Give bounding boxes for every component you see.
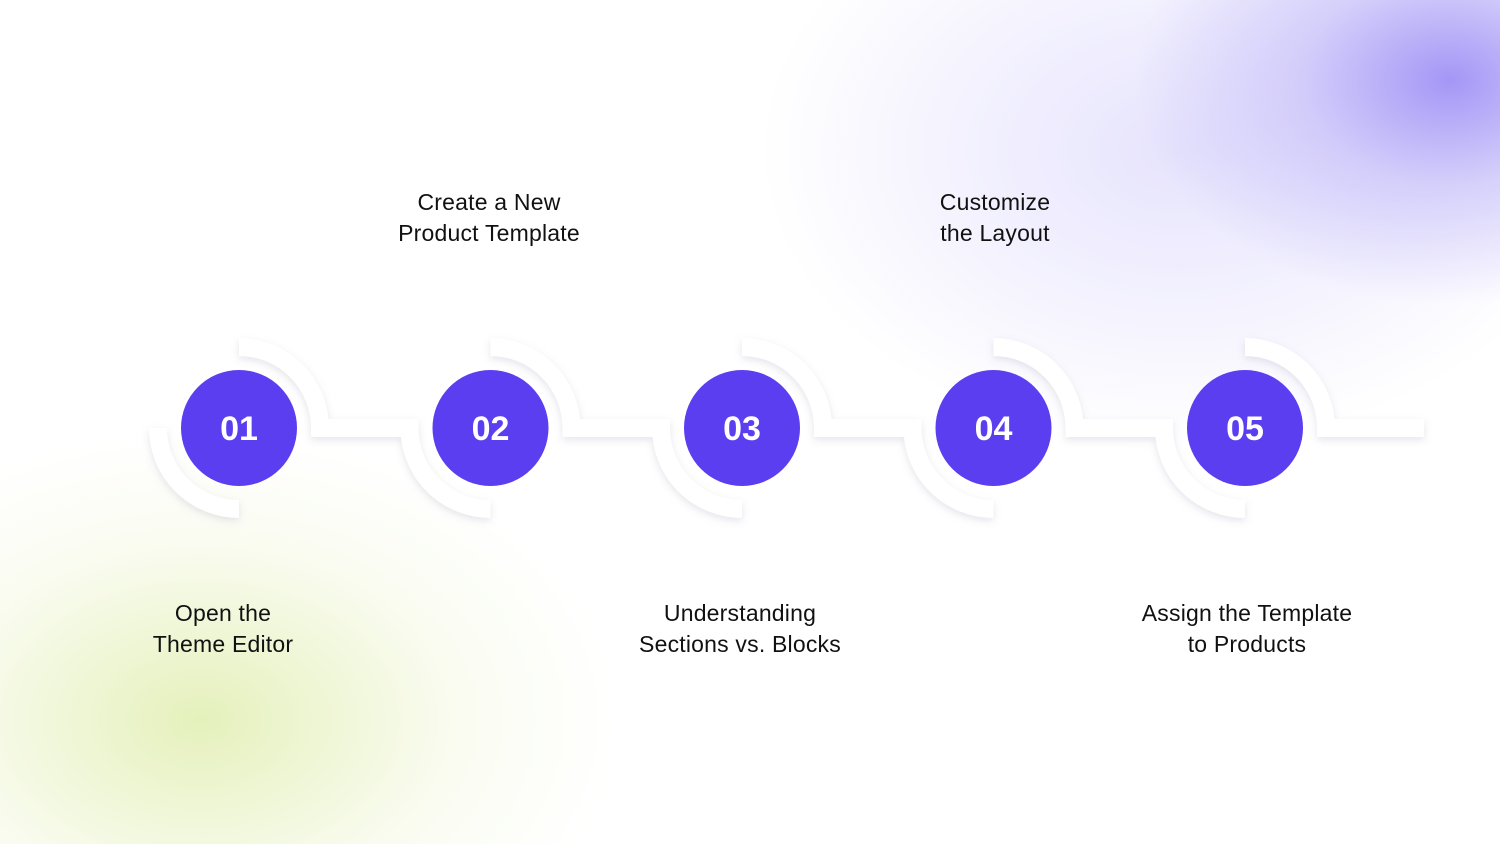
- step-4-lower-arc: [903, 427, 994, 518]
- step-1-circle: [181, 370, 297, 486]
- step-label-4-line-2: the Layout: [940, 220, 1050, 246]
- step-label-2-line-1: Create a New: [417, 189, 561, 215]
- step-label-1-line-1: Open the: [174, 600, 272, 626]
- step-label-1-line-2: Theme Editor: [152, 631, 294, 657]
- step-4-circle: [935, 370, 1052, 486]
- step-label-2: Create a New Product Template: [339, 187, 639, 249]
- step-label-5-line-2: to Products: [1187, 631, 1307, 657]
- step-1-upper-arc: [238, 338, 329, 429]
- step-1-lower-arc: [149, 427, 240, 518]
- step-3-upper-arc: [741, 338, 832, 429]
- step-5-circle: [1187, 370, 1303, 486]
- step-label-3: Understanding Sections vs. Blocks: [590, 598, 890, 660]
- step-1-number: 01: [220, 410, 258, 448]
- step-label-4-line-1: Customize: [939, 189, 1051, 215]
- step-label-3-line-1: Understanding: [663, 600, 817, 626]
- step-3-number: 03: [723, 410, 761, 448]
- step-5-number: 05: [1226, 410, 1264, 448]
- step-2-upper-arc: [490, 338, 581, 429]
- step-3-circle: [684, 370, 800, 486]
- step-label-5: Assign the Template to Products: [1097, 598, 1397, 660]
- step-4-number: 04: [975, 410, 1013, 448]
- step-2-lower-arc: [400, 427, 491, 518]
- step-3-lower-arc: [652, 427, 743, 518]
- step-5-upper-arc: [1244, 338, 1335, 429]
- step-label-3-line-2: Sections vs. Blocks: [639, 631, 841, 657]
- step-label-5-line-1: Assign the Template: [1141, 600, 1353, 626]
- step-label-2-line-2: Product Template: [398, 220, 580, 246]
- step-5-lower-arc: [1155, 427, 1246, 518]
- step-label-4: Customize the Layout: [845, 187, 1145, 249]
- step-label-1: Open the Theme Editor: [73, 598, 373, 660]
- step-2-circle: [432, 370, 549, 486]
- step-2-number: 02: [472, 410, 510, 448]
- step-4-upper-arc: [993, 338, 1084, 429]
